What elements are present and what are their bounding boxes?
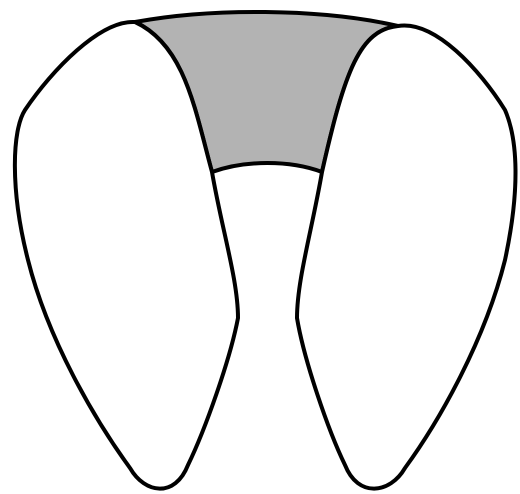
anatomical-outline-diagram: [0, 0, 520, 494]
